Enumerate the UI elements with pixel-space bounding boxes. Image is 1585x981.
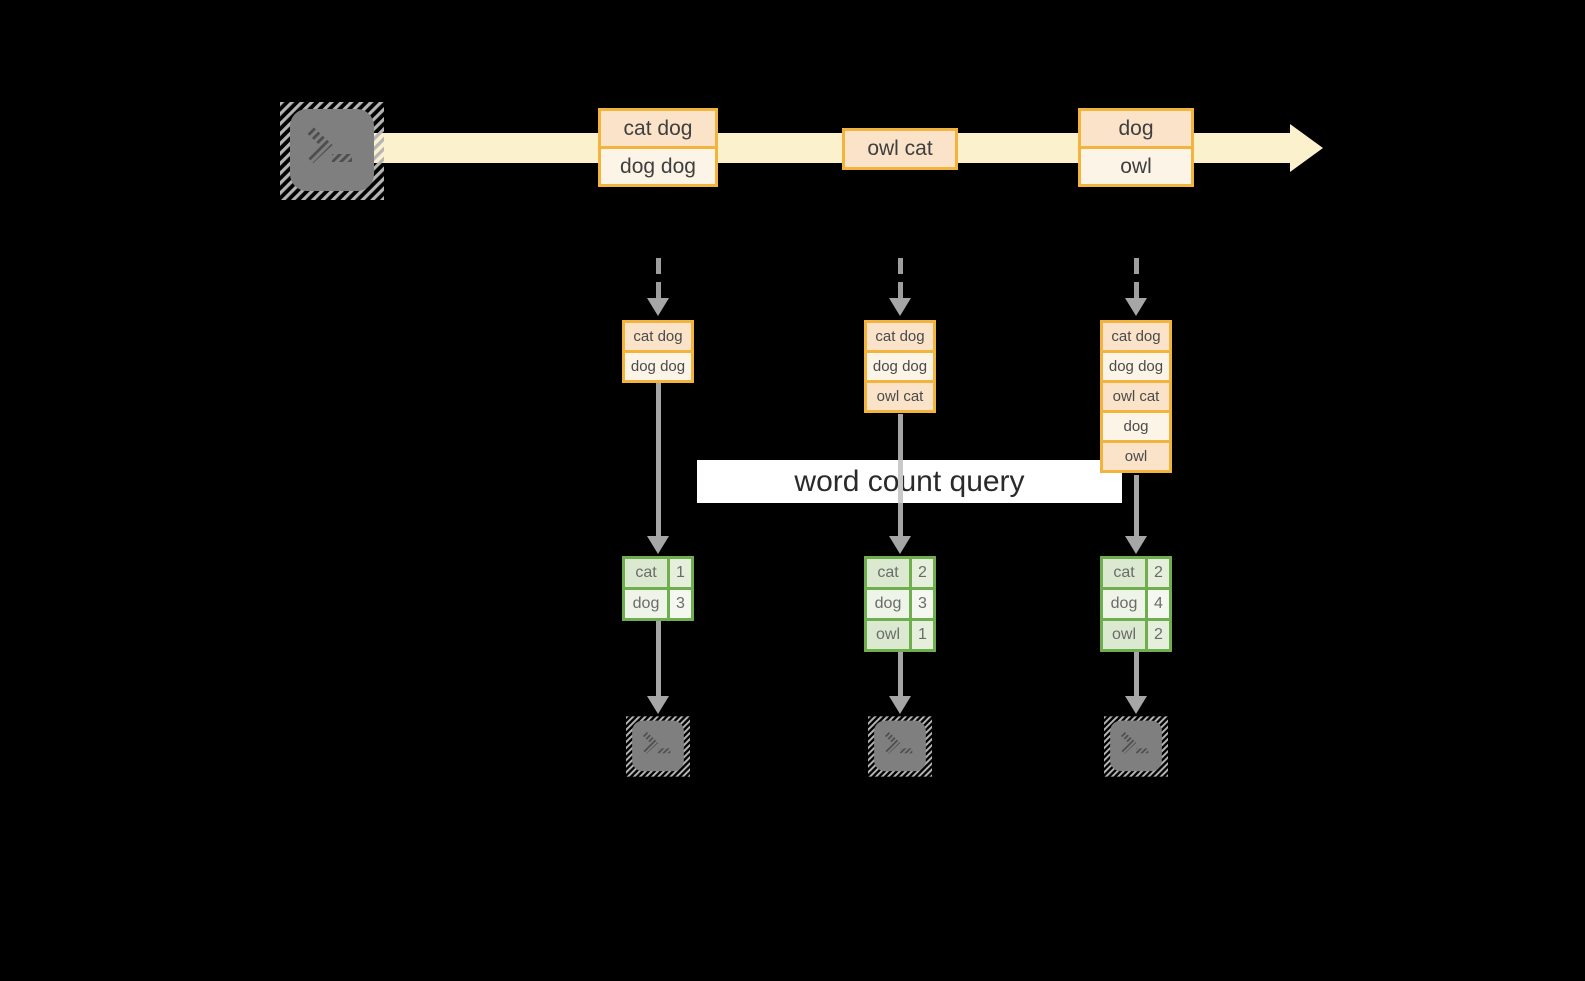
table-to-sink-line-1 [656,620,661,696]
tap-arrowhead-1 [647,298,669,316]
word-count-table-1: cat 1 dog 3 [622,556,694,621]
table-row: cat 2 [1103,559,1169,587]
stream-arrowhead [1290,124,1323,172]
count-cell: 1 [912,621,933,649]
buffer-to-table-line-1 [656,383,661,536]
query-banner: word count query [697,460,1122,503]
table-to-sink-arrowhead-1 [647,696,669,714]
word-cell: owl [867,621,909,649]
tap-arrow-line-3 [1134,258,1139,298]
table-to-sink-line-2 [898,651,903,696]
buffer-to-table-line-2-over-banner [898,460,903,503]
count-cell: 4 [1148,590,1169,618]
count-cell: 3 [670,590,691,618]
buffer-to-table-arrowhead-1 [647,536,669,554]
event-buffer-3: cat dog dog dog owl cat dog owl [1100,320,1172,473]
terminal-sink-icon-1 [626,716,690,782]
terminal-source-icon [280,102,384,205]
buffer-to-table-line-3 [1134,475,1139,536]
buffered-event: owl cat [1103,380,1169,410]
stream-event: dog [1081,111,1191,146]
table-row: dog 3 [867,590,933,618]
stream-event-group-3: dog owl [1078,108,1194,187]
buffered-event: cat dog [1103,323,1169,350]
word-cell: cat [867,559,909,587]
buffer-to-table-arrowhead-2 [889,536,911,554]
stream-event: dog dog [601,146,715,184]
word-count-table-3: cat 2 dog 4 owl 2 [1100,556,1172,652]
word-cell: dog [625,590,667,618]
terminal-sink-icon-3 [1104,716,1168,782]
buffered-event: dog [1103,410,1169,440]
buffer-to-table-arrowhead-3 [1125,536,1147,554]
table-row: owl 2 [1103,621,1169,649]
buffered-event: owl [1103,440,1169,470]
word-count-table-2: cat 2 dog 3 owl 1 [864,556,936,652]
count-cell: 2 [1148,621,1169,649]
count-cell: 3 [912,590,933,618]
stream-event: owl [1081,146,1191,184]
stream-event-group-2: owl cat [842,128,958,170]
table-row: owl 1 [867,621,933,649]
terminal-sink-icon-2 [868,716,932,782]
buffered-event: dog dog [1103,350,1169,380]
count-cell: 2 [1148,559,1169,587]
tap-arrowhead-2 [889,298,911,316]
word-cell: cat [625,559,667,587]
table-row: dog 4 [1103,590,1169,618]
word-cell: dog [867,590,909,618]
word-cell: dog [1103,590,1145,618]
count-cell: 2 [912,559,933,587]
buffered-event: owl cat [867,380,933,410]
table-to-sink-arrowhead-3 [1125,696,1147,714]
stream-event: cat dog [601,111,715,146]
stream-event: owl cat [845,131,955,167]
buffered-event: cat dog [867,323,933,350]
table-row: cat 1 [625,559,691,587]
table-to-sink-line-3 [1134,651,1139,696]
buffered-event: dog dog [625,350,691,380]
stream-event-group-1: cat dog dog dog [598,108,718,187]
query-banner-label: word count query [794,464,1025,498]
buffered-event: cat dog [625,323,691,350]
tap-arrow-line-2 [898,258,903,298]
tap-arrow-line-1 [656,258,661,298]
event-buffer-1: cat dog dog dog [622,320,694,383]
word-cell: cat [1103,559,1145,587]
table-row: cat 2 [867,559,933,587]
word-cell: owl [1103,621,1145,649]
count-cell: 1 [670,559,691,587]
table-row: dog 3 [625,590,691,618]
buffered-event: dog dog [867,350,933,380]
table-to-sink-arrowhead-2 [889,696,911,714]
tap-arrowhead-3 [1125,298,1147,316]
event-buffer-2: cat dog dog dog owl cat [864,320,936,413]
